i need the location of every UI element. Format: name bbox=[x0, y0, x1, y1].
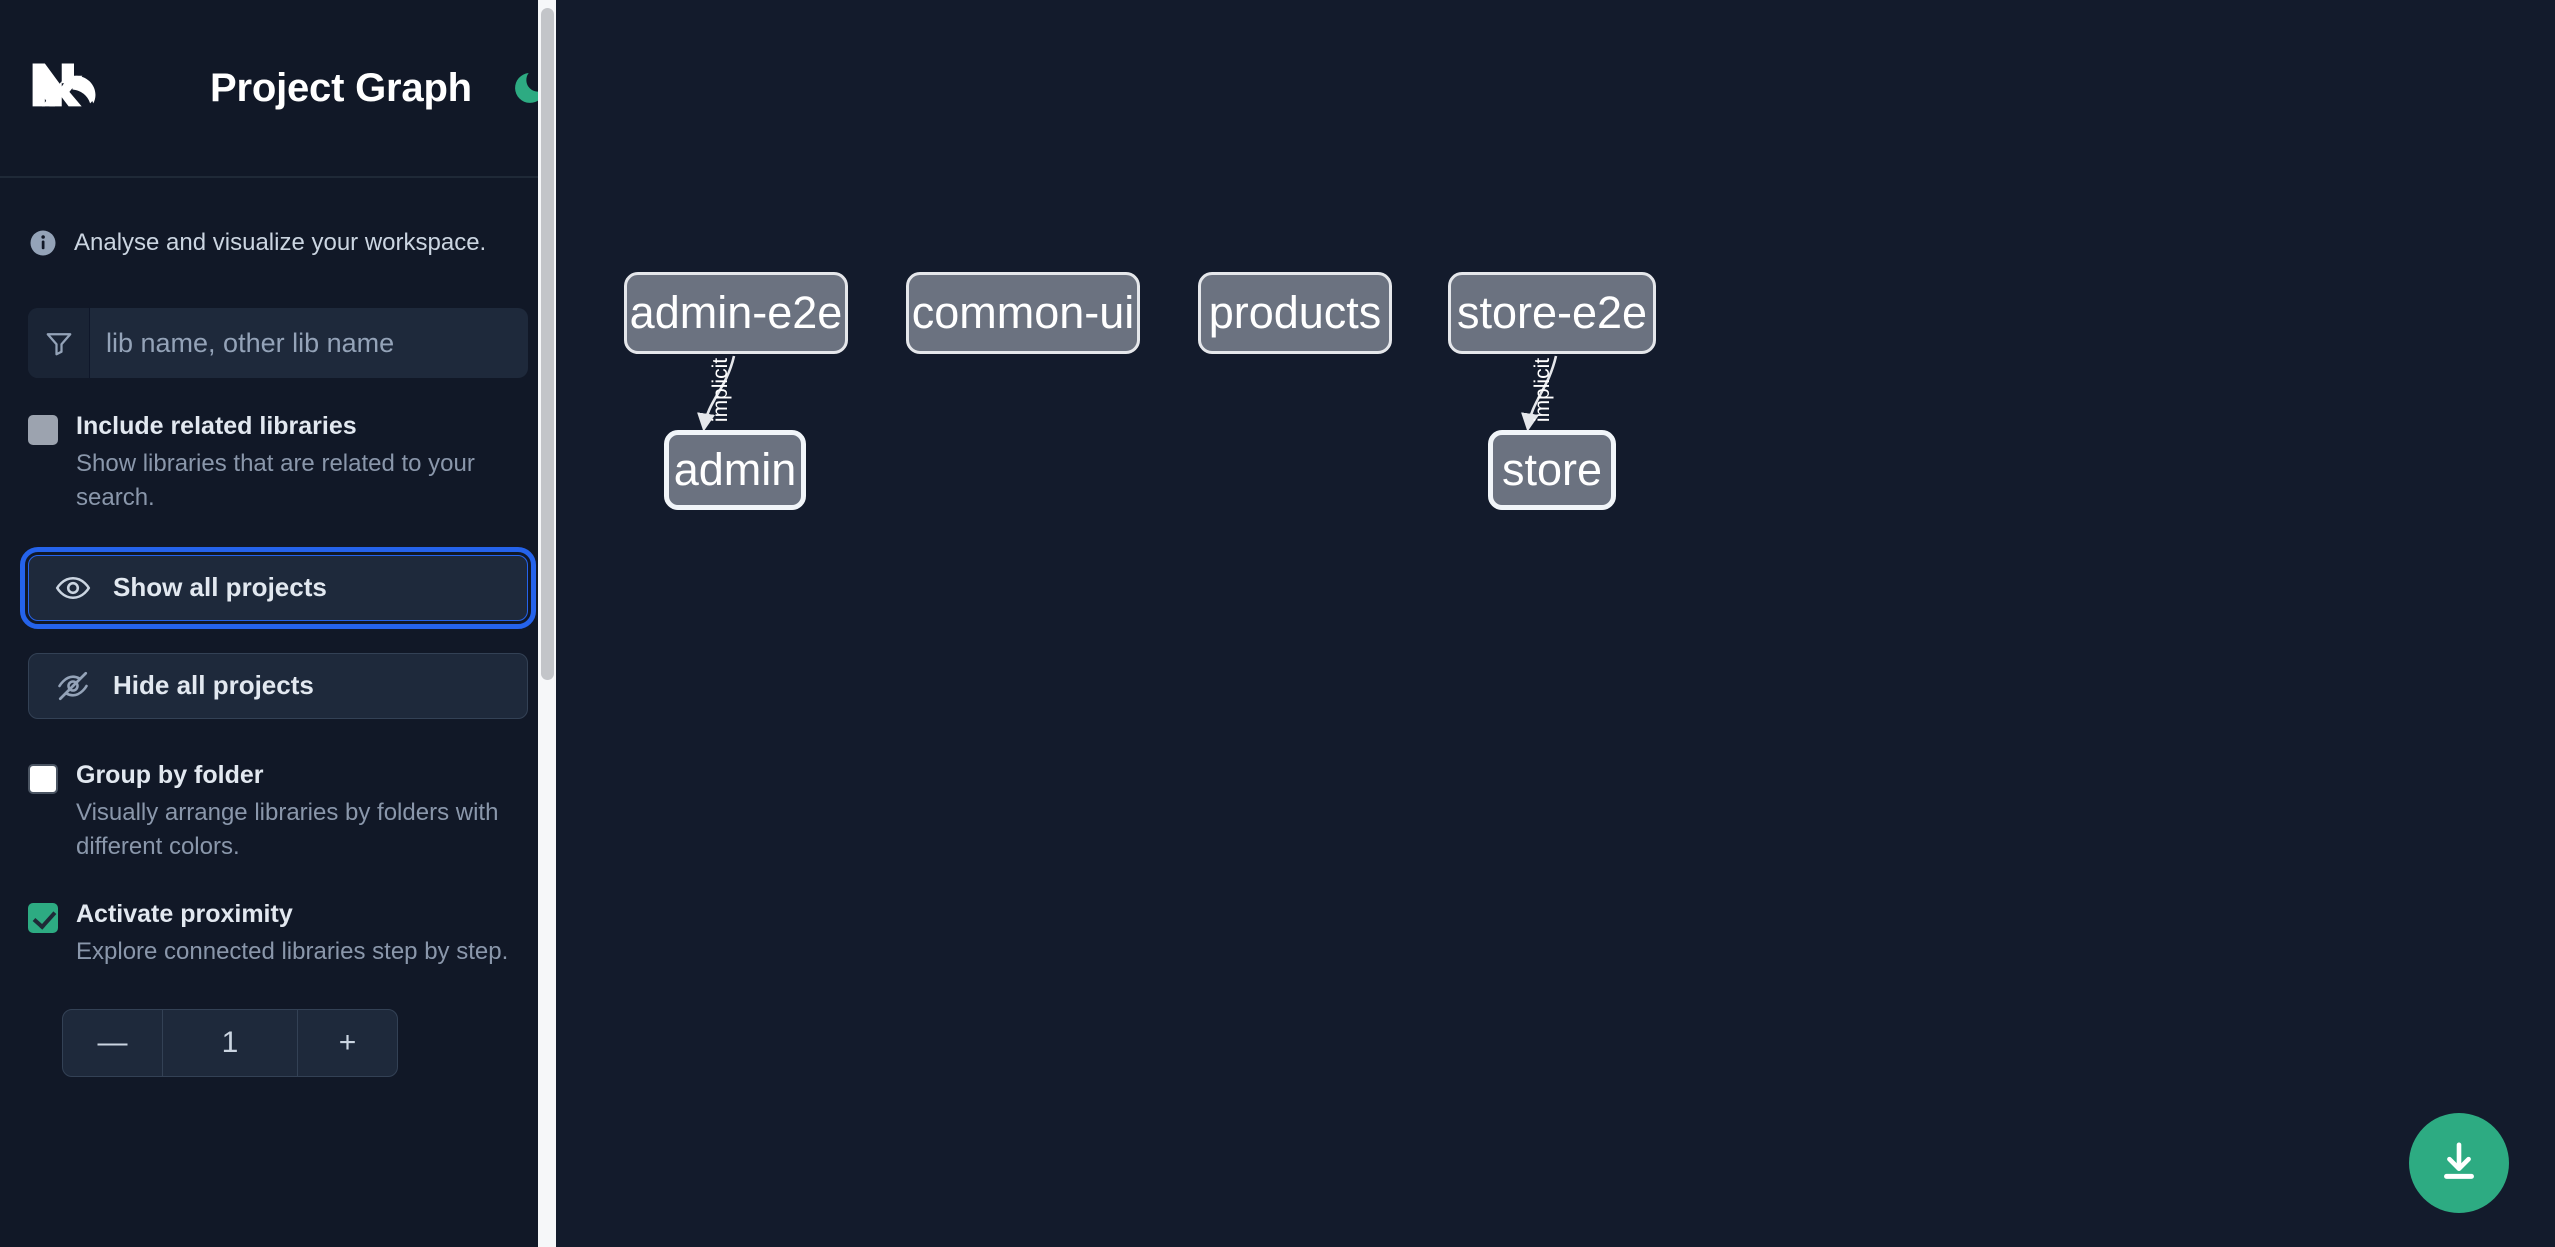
graph-node-products[interactable]: products bbox=[1198, 272, 1392, 354]
workspace-info-text: Analyse and visualize your workspace. bbox=[74, 229, 487, 256]
option-activate-proximity: Activate proximity Explore connected lib… bbox=[0, 900, 556, 969]
nx-logo-icon bbox=[28, 57, 120, 119]
workspace-info: Analyse and visualize your workspace. bbox=[0, 178, 556, 270]
search-bar bbox=[28, 308, 528, 378]
graph-node-store[interactable]: store bbox=[1488, 430, 1616, 510]
activate-proximity-description: Explore connected libraries step by step… bbox=[76, 937, 509, 965]
activate-proximity-label: Activate proximity bbox=[76, 899, 293, 928]
proximity-decrement-button[interactable]: — bbox=[63, 1009, 163, 1076]
proximity-stepper: — 1 + bbox=[62, 1008, 398, 1077]
sidebar-scrollbar[interactable] bbox=[538, 0, 556, 1247]
hide-all-projects-button[interactable]: Hide all projects bbox=[28, 652, 528, 719]
include-related-libraries-checkbox[interactable] bbox=[28, 415, 58, 445]
info-icon bbox=[28, 228, 58, 258]
download-icon bbox=[2436, 1139, 2482, 1188]
proximity-increment-button[interactable]: + bbox=[297, 1009, 397, 1076]
group-by-folder-label: Group by folder bbox=[76, 760, 264, 789]
graph-edges bbox=[697, 355, 1558, 432]
search-input[interactable] bbox=[90, 308, 528, 378]
show-all-projects-label: Show all projects bbox=[113, 572, 327, 603]
include-related-libraries-label: Include related libraries bbox=[76, 412, 357, 440]
sidebar-header: Project Graph bbox=[0, 0, 556, 178]
moon-icon[interactable] bbox=[508, 66, 552, 110]
sidebar-scroll-area: Project Graph Analyse and visualize yo bbox=[0, 0, 556, 1247]
edge-label-implicit-store: implicit bbox=[1531, 357, 1554, 423]
activate-proximity-checkbox[interactable] bbox=[28, 902, 58, 933]
visibility-buttons: Show all projects Hide all projects bbox=[0, 546, 556, 719]
include-related-libraries-description: Show libraries that are related to your … bbox=[76, 449, 475, 511]
sidebar-scrollbar-thumb[interactable] bbox=[541, 8, 554, 680]
option-group-by-folder: Group by folder Visually arrange librari… bbox=[0, 761, 556, 864]
eye-icon bbox=[55, 570, 91, 606]
option-include-related-libraries: Include related libraries Show libraries… bbox=[0, 412, 556, 515]
edge-label-implicit-admin: implicit bbox=[709, 357, 732, 423]
graph-node-admin[interactable]: admin bbox=[664, 430, 806, 510]
filter-icon[interactable] bbox=[28, 308, 90, 378]
download-graph-button[interactable] bbox=[2409, 1113, 2509, 1213]
group-by-folder-checkbox[interactable] bbox=[28, 763, 58, 794]
proximity-value: 1 bbox=[221, 1025, 239, 1059]
hide-all-projects-label: Hide all projects bbox=[113, 670, 314, 701]
sidebar: Project Graph Analyse and visualize yo bbox=[0, 0, 560, 1247]
show-all-projects-button[interactable]: Show all projects bbox=[20, 546, 536, 629]
page-title: Project Graph bbox=[210, 65, 472, 110]
group-by-folder-description: Visually arrange libraries by folders wi… bbox=[76, 798, 499, 860]
graph-node-common-ui[interactable]: common-ui bbox=[906, 272, 1140, 354]
eye-off-icon bbox=[55, 668, 91, 704]
graph-canvas[interactable]: implicit implicit admin-e2e common-ui pr… bbox=[556, 0, 2555, 1247]
graph-node-admin-e2e[interactable]: admin-e2e bbox=[624, 272, 848, 354]
graph-node-store-e2e[interactable]: store-e2e bbox=[1448, 272, 1656, 354]
